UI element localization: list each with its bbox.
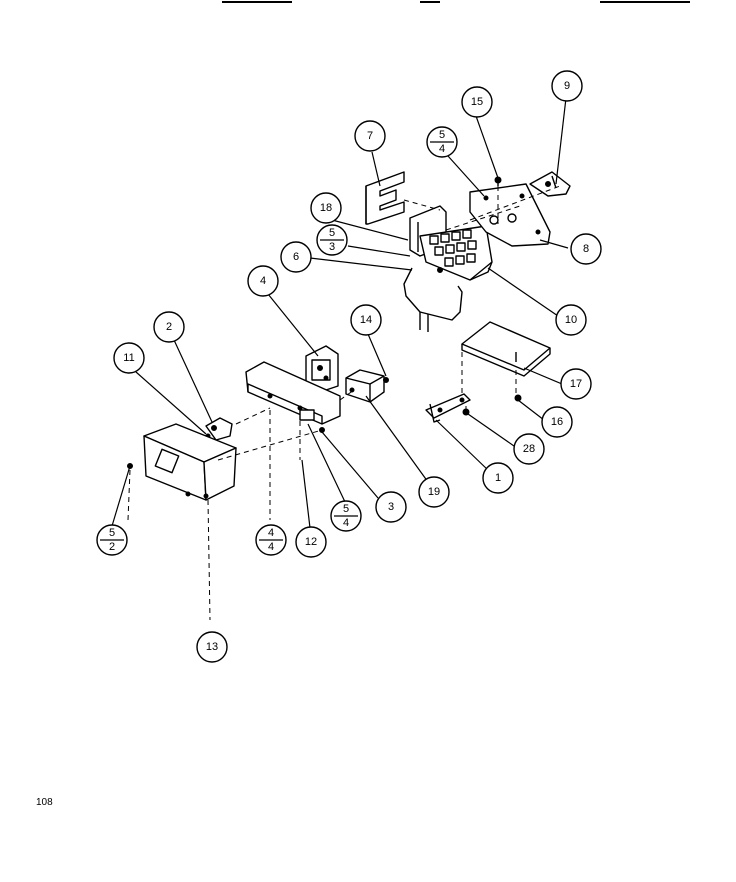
callout: 4 xyxy=(247,265,279,297)
callout: 1 xyxy=(482,462,514,494)
part-screw-15 xyxy=(494,176,502,186)
callout-denominator: 2 xyxy=(109,541,115,553)
callouts: 9 15 7 54 18 53 8 6 4 10 14 2 11 17 16 2… xyxy=(96,70,602,663)
part-switch-arm xyxy=(425,393,471,423)
callout-label: 8 xyxy=(583,243,589,255)
callout-fraction: 54 xyxy=(426,126,458,158)
callout: 28 xyxy=(513,433,545,465)
part-shield-bracket xyxy=(365,171,405,225)
callout: 11 xyxy=(113,342,145,374)
callout-label: 13 xyxy=(206,641,218,653)
callout-fraction: 53 xyxy=(316,224,348,256)
callout: 16 xyxy=(541,406,573,438)
part-ice-maker-assembly xyxy=(409,205,493,281)
part-motor-block xyxy=(305,345,339,393)
callout-label: 3 xyxy=(388,501,394,513)
callout-label: 16 xyxy=(551,416,563,428)
part-tray xyxy=(461,321,551,377)
callout: 17 xyxy=(560,368,592,400)
callout-label: 11 xyxy=(123,352,134,364)
leader-lines xyxy=(111,97,569,529)
callout: 13 xyxy=(196,631,228,663)
callout-label: 2 xyxy=(166,321,172,333)
callout-denominator: 4 xyxy=(439,143,445,155)
callout: 3 xyxy=(375,491,407,523)
callout-label: 14 xyxy=(360,314,372,326)
part-clip-2 xyxy=(205,417,233,441)
part-mounting-plate xyxy=(469,183,551,247)
callout-label: 18 xyxy=(320,202,332,214)
callout-label: 9 xyxy=(564,80,570,92)
callout-numerator: 5 xyxy=(439,129,445,141)
part-small-bracket xyxy=(529,171,571,197)
callout: 10 xyxy=(555,304,587,336)
callout: 18 xyxy=(310,192,342,224)
part-wire-harness xyxy=(403,267,463,332)
callout-label: 19 xyxy=(428,486,440,498)
callout: 12 xyxy=(295,526,327,558)
callout-label: 1 xyxy=(495,472,501,484)
callout-numerator: 5 xyxy=(343,503,349,515)
callout-fraction: 54 xyxy=(330,500,362,532)
callout: 9 xyxy=(551,70,583,102)
ice-tray-cubes xyxy=(429,229,477,267)
callout-denominator: 4 xyxy=(268,541,274,553)
part-main-bracket xyxy=(245,361,341,433)
callout: 15 xyxy=(461,86,493,118)
callout-label: 15 xyxy=(471,96,483,108)
part-screw-16 xyxy=(514,394,522,402)
callout-numerator: 5 xyxy=(109,527,115,539)
part-screw-14 xyxy=(383,377,389,383)
callout: 6 xyxy=(280,241,312,273)
callout: 2 xyxy=(153,311,185,343)
callout-numerator: 4 xyxy=(268,527,274,539)
callout-denominator: 3 xyxy=(329,241,335,253)
callout: 8 xyxy=(570,233,602,265)
part-relay-cube xyxy=(345,369,385,403)
callout: 14 xyxy=(350,304,382,336)
callout-fraction: 52 xyxy=(96,524,128,556)
callout: 19 xyxy=(418,476,450,508)
callout-label: 7 xyxy=(367,130,373,142)
callout-denominator: 4 xyxy=(343,517,349,529)
callout: 7 xyxy=(354,120,386,152)
callout-numerator: 5 xyxy=(329,227,335,239)
callout-label: 6 xyxy=(293,251,299,263)
callout-label: 28 xyxy=(523,443,535,455)
callout-fraction: 44 xyxy=(255,524,287,556)
callout-label: 10 xyxy=(565,314,577,326)
callout-label: 17 xyxy=(570,378,582,390)
assembly-dashed-lines xyxy=(127,185,561,621)
part-cover-housing xyxy=(127,423,237,501)
callout-label: 4 xyxy=(260,275,266,287)
page-number: 108 xyxy=(36,797,53,808)
callout-label: 12 xyxy=(305,536,317,548)
